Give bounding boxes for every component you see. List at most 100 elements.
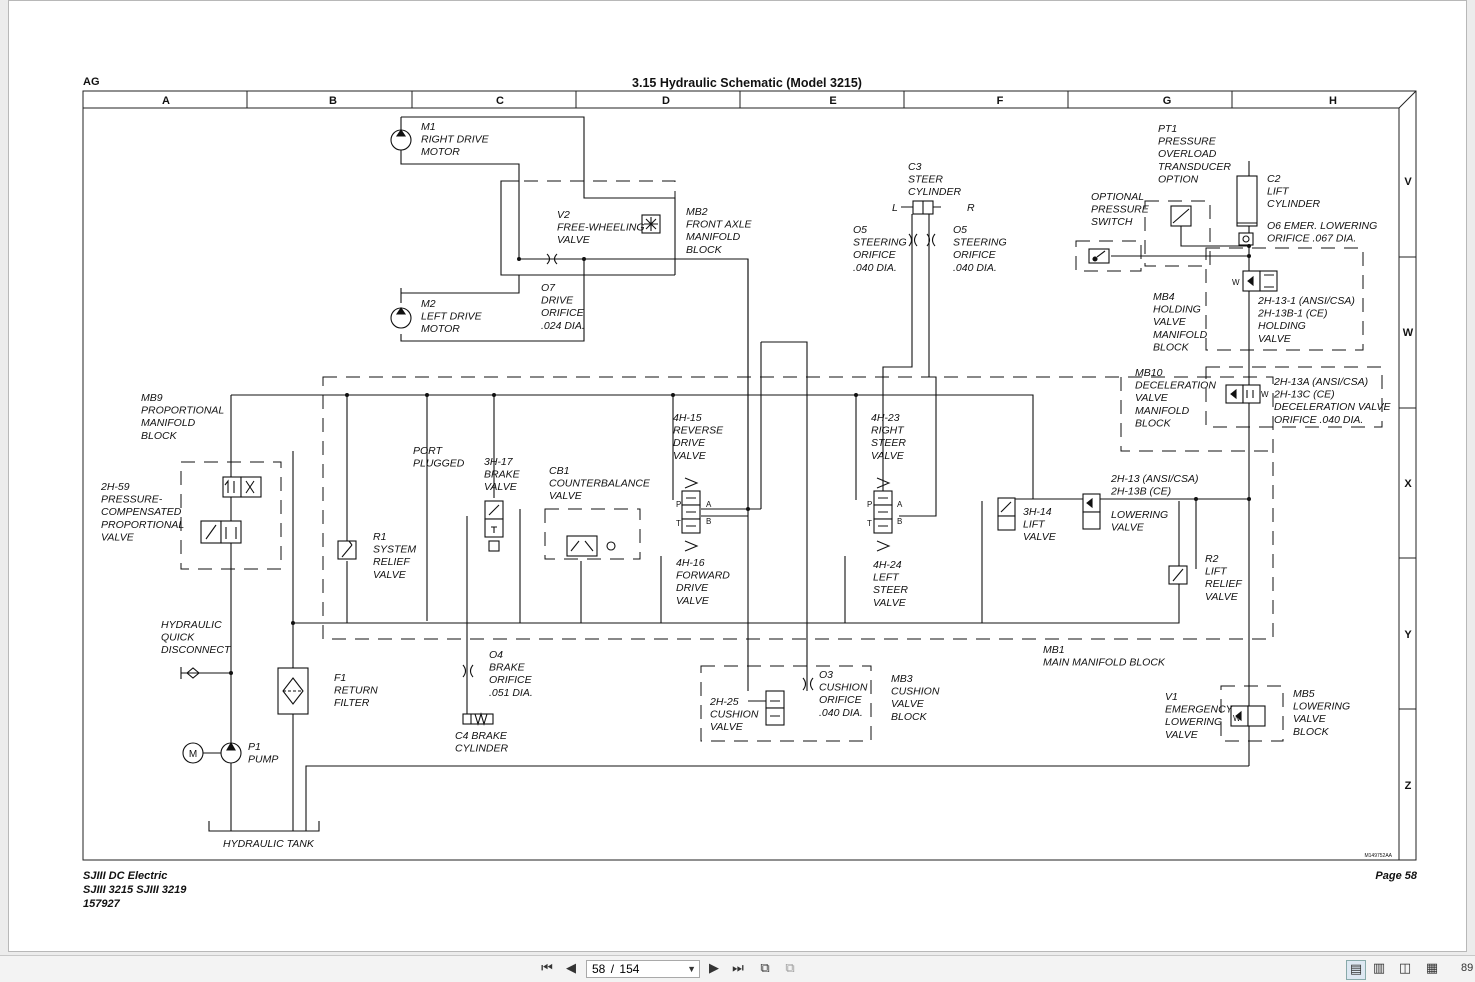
zoom-level[interactable]: 89 xyxy=(1461,962,1474,974)
steer-right-port: R xyxy=(967,202,975,214)
port-letters: P T A B P T A B W W W xyxy=(676,278,1269,723)
chevron-down-icon: ▼ xyxy=(687,964,696,974)
hydraulic-schematic: AG 3.15 Hydraulic Schematic (Model 3215)… xyxy=(82,76,1418,910)
manifold-outlines xyxy=(180,180,1383,742)
steer-left-port: L xyxy=(892,202,898,214)
mb9-outline xyxy=(180,461,282,570)
column-label: D xyxy=(662,95,670,107)
column-label: E xyxy=(829,95,836,107)
label-2h13: 2H-13 (ANSI/CSA)2H-13B (CE) xyxy=(1110,473,1199,498)
mb3-outline xyxy=(700,665,872,742)
previous-page-icon[interactable]: ◀ xyxy=(566,961,576,976)
svg-text:W: W xyxy=(1232,278,1240,287)
row-label: Z xyxy=(1405,780,1412,792)
footer-model: SJIII DC Electric xyxy=(83,870,167,882)
mb1-outline xyxy=(322,376,1274,640)
column-label: G xyxy=(1163,95,1172,107)
current-page: 58 xyxy=(592,962,606,976)
single-page-view-icon[interactable]: ▤ xyxy=(1346,960,1366,980)
continuous-view-icon[interactable]: ▥ xyxy=(1372,961,1386,976)
column-label: C xyxy=(496,95,504,107)
svg-text:P: P xyxy=(867,500,872,509)
label-decel-valve: 2H-13A (ANSI/CSA)2H-13C (CE)DECELERATION… xyxy=(1273,376,1392,426)
header-left: AG xyxy=(83,76,100,88)
drawing-number: M149752AA xyxy=(1364,853,1392,859)
page-number: Page 58 xyxy=(1375,870,1417,882)
row-label: W xyxy=(1403,327,1414,339)
column-label: B xyxy=(329,95,337,107)
components xyxy=(180,129,1278,764)
motor-letter: M xyxy=(189,749,197,760)
next-page-icon[interactable]: ▶ xyxy=(709,961,719,976)
column-label: A xyxy=(162,95,170,107)
footer-part-number: 157927 xyxy=(83,898,121,910)
first-page-icon[interactable]: ⏮ xyxy=(541,961,553,976)
svg-text:A: A xyxy=(897,500,903,509)
pdf-toolbar: ⏮ ◀ 58 / 154 ▼ ▶ ⏭ ⧉ ⧉ ▤ ▥ ◫ ▦ 89 xyxy=(0,955,1475,982)
svg-text:W: W xyxy=(1261,390,1269,399)
mb2-outline xyxy=(500,180,676,276)
pdf-page: AG 3.15 Hydraulic Schematic (Model 3215)… xyxy=(8,0,1467,952)
mb4-outline xyxy=(1205,247,1364,351)
svg-text:T: T xyxy=(867,519,872,528)
total-pages: 154 xyxy=(619,962,640,976)
row-label: V xyxy=(1404,176,1412,188)
two-page-continuous-icon[interactable]: ▦ xyxy=(1425,961,1439,976)
column-label: F xyxy=(997,95,1004,107)
export-page-icon[interactable]: ⧉ xyxy=(760,961,770,976)
mb5-outline xyxy=(1220,685,1284,742)
svg-text:A: A xyxy=(706,500,712,509)
svg-text:T: T xyxy=(676,519,681,528)
svg-text:B: B xyxy=(897,517,902,526)
pdf-viewer: AG 3.15 Hydraulic Schematic (Model 3215)… xyxy=(8,0,1467,952)
footer-models: SJIII 3215 SJIII 3219 xyxy=(83,884,187,896)
column-label: H xyxy=(1329,95,1337,107)
last-page-icon[interactable]: ⏭ xyxy=(732,961,744,976)
two-page-view-icon[interactable]: ◫ xyxy=(1398,961,1412,976)
row-label: X xyxy=(1404,478,1412,490)
svg-text:W: W xyxy=(1233,714,1241,723)
copy-page-icon[interactable]: ⧉ xyxy=(785,961,795,976)
page-number-select[interactable]: 58 / 154 ▼ xyxy=(586,960,700,978)
page-separator: / xyxy=(610,962,615,976)
tank-label: HYDRAULIC TANK xyxy=(223,838,315,850)
page-title: 3.15 Hydraulic Schematic (Model 3215) xyxy=(632,76,862,90)
row-label: Y xyxy=(1404,629,1412,641)
